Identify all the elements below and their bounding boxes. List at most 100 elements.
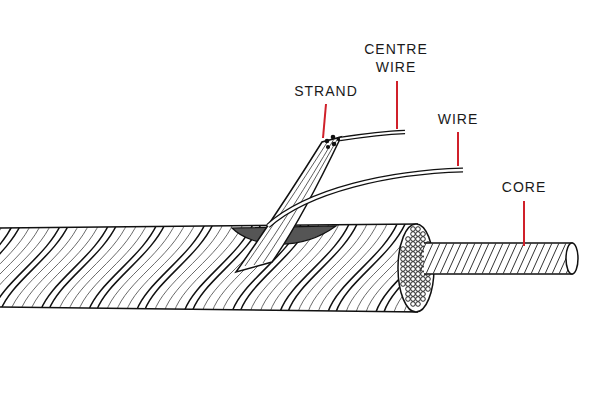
core-twist-line — [531, 243, 545, 274]
core-twist-line — [475, 243, 489, 274]
cut-wire-end — [411, 247, 416, 252]
core-twist-line — [489, 243, 503, 274]
core-twist-line — [440, 243, 454, 274]
cut-wire-end — [411, 267, 416, 272]
cut-wire-end — [406, 262, 411, 267]
centre-wire-outline — [340, 132, 405, 139]
core-twist-line — [538, 243, 552, 274]
cut-wire-end — [416, 292, 421, 297]
core-twist-line — [482, 243, 496, 274]
cut-wire-end — [426, 282, 431, 287]
cut-wire-end — [421, 277, 426, 282]
cut-wire-end — [416, 257, 421, 262]
core-twist-line — [447, 243, 461, 274]
cut-wire-end — [421, 287, 426, 292]
core-twist-line — [419, 243, 433, 274]
cut-wire-end — [416, 247, 421, 252]
leader-line — [523, 201, 525, 246]
loose-wire — [268, 170, 463, 226]
cut-wire-end — [401, 282, 406, 287]
strand-tip-wires — [325, 135, 342, 149]
cut-wire-end — [401, 257, 406, 262]
cut-wire-end — [416, 302, 421, 307]
cut-wire-end — [406, 267, 411, 272]
core-twist-line — [552, 243, 566, 274]
part-label: CENTRE WIRE — [357, 40, 435, 76]
cut-wire-end — [401, 252, 406, 257]
part-label: STRAND — [294, 82, 358, 100]
core-twist-line — [496, 243, 510, 274]
cut-wire-end — [401, 262, 406, 267]
core-twist-line — [510, 243, 524, 274]
cut-wire-end — [416, 242, 421, 247]
cut-wire-end — [411, 292, 416, 297]
cut-wire-end — [406, 257, 411, 262]
cut-wire-end — [416, 287, 421, 292]
cut-wire-end — [401, 272, 406, 277]
loose-strand-wires — [245, 138, 338, 266]
cut-wire-end — [421, 232, 426, 237]
cut-wire-end — [421, 297, 426, 302]
leader-line — [323, 104, 326, 138]
cut-wire-end — [416, 272, 421, 277]
cut-wire-end — [406, 237, 411, 242]
core-twist-line — [461, 243, 475, 274]
core-twist-line — [545, 243, 559, 274]
cut-wire-end — [416, 232, 421, 237]
cut-wire-end — [426, 287, 431, 292]
cut-wire-end — [421, 292, 426, 297]
leader-lines — [323, 81, 524, 246]
cut-wire-end — [411, 237, 416, 242]
cut-wire-end — [416, 262, 421, 267]
cut-wire-end — [426, 277, 431, 282]
cut-wire-end — [416, 227, 421, 232]
cut-wire-end — [411, 257, 416, 262]
cut-wire-end — [406, 282, 411, 287]
cut-wire-end — [406, 272, 411, 277]
core-end — [566, 243, 578, 274]
core-texture — [412, 243, 580, 274]
cut-wire-end — [401, 267, 406, 272]
loose-strand — [236, 137, 341, 272]
cut-wire-end — [411, 252, 416, 257]
core-twist-line — [524, 243, 538, 274]
part-label: WIRE — [438, 110, 479, 128]
cut-wire-end — [406, 242, 411, 247]
core-twist-line — [468, 243, 482, 274]
cut-wire-end — [411, 277, 416, 282]
core-twist-line — [566, 243, 580, 274]
core-twist-line — [503, 243, 517, 274]
core-twist-line — [412, 243, 426, 274]
leader-line — [396, 81, 398, 129]
cut-wire-end — [411, 242, 416, 247]
cut-wire-end — [411, 297, 416, 302]
cut-wire-end — [416, 237, 421, 242]
rope-outline — [0, 224, 418, 312]
cut-wire-end — [411, 287, 416, 292]
core-body — [424, 243, 572, 274]
cut-wire-end — [406, 297, 411, 302]
rope-strands — [0, 222, 590, 312]
part-label: CORE — [502, 178, 546, 196]
cut-wire-end — [406, 252, 411, 257]
loose-wire-outline — [268, 170, 463, 226]
cut-wire-end — [416, 277, 421, 282]
core-twist-line — [433, 243, 447, 274]
cut-wire-end — [411, 302, 416, 307]
cut-wire-end — [411, 272, 416, 277]
core-twist-line — [454, 243, 468, 274]
cut-wire-end — [416, 297, 421, 302]
cut-wire-end — [406, 247, 411, 252]
leader-line — [457, 132, 459, 166]
cut-wire-end — [411, 227, 416, 232]
cut-wire-end — [421, 237, 426, 242]
cut-wire-end — [406, 277, 411, 282]
cut-wire-end — [401, 247, 406, 252]
cut-wire-end — [411, 282, 416, 287]
cut-wire-end — [411, 262, 416, 267]
centre-wire — [340, 132, 405, 139]
core-twist-line — [426, 243, 440, 274]
